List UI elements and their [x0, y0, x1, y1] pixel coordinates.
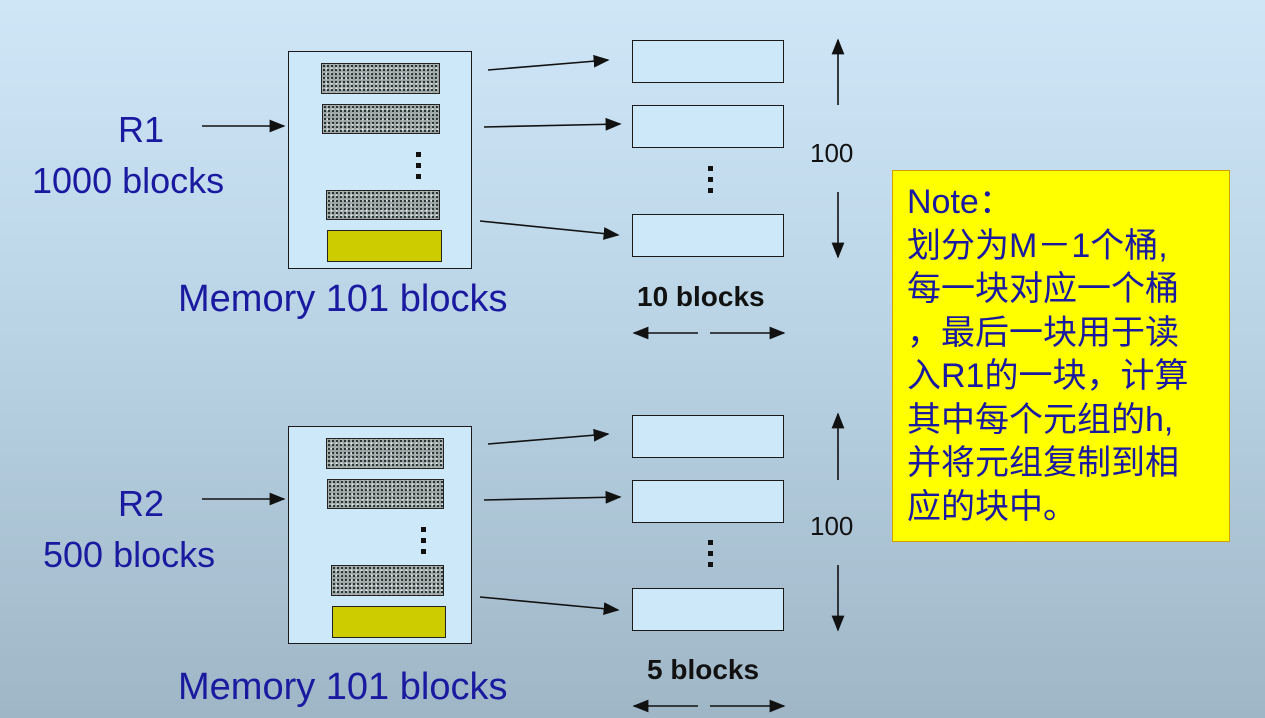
vertical-ellipsis-icon — [421, 527, 427, 560]
top-bucket-count: 100 — [810, 138, 854, 168]
top-bucket-size: 10 blocks — [637, 281, 765, 312]
top-bucket-arrow-3 — [479, 220, 620, 240]
top-bucket-arrow-2 — [483, 117, 622, 131]
r2-size-label: 500 blocks — [43, 534, 216, 575]
bottom-bucket-arrow-1 — [487, 428, 610, 445]
r2-memory-label: Memory 101 blocks — [178, 666, 508, 708]
vertical-ellipsis-icon — [416, 152, 422, 185]
vertical-ellipsis-icon — [708, 166, 714, 199]
bucket-block — [632, 105, 784, 148]
bottom-bucket-size: 5 blocks — [647, 654, 760, 685]
memory-buffer-block — [321, 63, 440, 94]
bottom-bucket-arrow-3 — [479, 596, 620, 616]
memory-buffer-block — [331, 565, 444, 596]
bottom-bucket-count: 100 — [810, 511, 854, 541]
bucket-block — [632, 588, 784, 631]
note-line: 其中每个元组的h, — [907, 400, 1174, 439]
r1-size-label: 1000 blocks — [32, 160, 225, 201]
r2-label: R2 — [118, 483, 165, 524]
note-line: Note： — [907, 183, 1013, 221]
r1-memory-box — [288, 51, 472, 269]
r1-label: R1 — [118, 109, 165, 150]
note-line: 入R1的一块，计算 — [907, 357, 1189, 395]
memory-buffer-block — [322, 104, 440, 134]
r1-memory-label: Memory 101 blocks — [178, 278, 508, 320]
memory-buffer-block — [327, 479, 444, 509]
note-box: Note： 划分为M－1个桶, 每一块对应一个桶 ，最后一块用于读 入R1的一块… — [892, 170, 1230, 542]
bucket-block — [632, 214, 784, 257]
bottom-bucket-arrow-2 — [483, 490, 622, 504]
r2-memory-box — [288, 426, 472, 644]
note-line: 每一块对应一个桶 — [907, 270, 1179, 308]
bucket-block — [632, 40, 784, 83]
bucket-block — [632, 415, 784, 458]
input-buffer-block — [332, 606, 446, 638]
note-line: 应的块中。 — [907, 487, 1077, 526]
memory-buffer-block — [326, 438, 444, 469]
note-line: 并将元组复制到相 — [907, 444, 1179, 482]
top-bucket-arrow-1 — [487, 54, 610, 71]
memory-buffer-block — [326, 190, 440, 220]
note-line: 划分为M－1个桶, — [907, 226, 1168, 265]
note-line: ，最后一块用于读 — [907, 313, 1179, 352]
input-buffer-block — [327, 230, 442, 262]
vertical-ellipsis-icon — [708, 540, 714, 573]
bucket-block — [632, 480, 784, 523]
